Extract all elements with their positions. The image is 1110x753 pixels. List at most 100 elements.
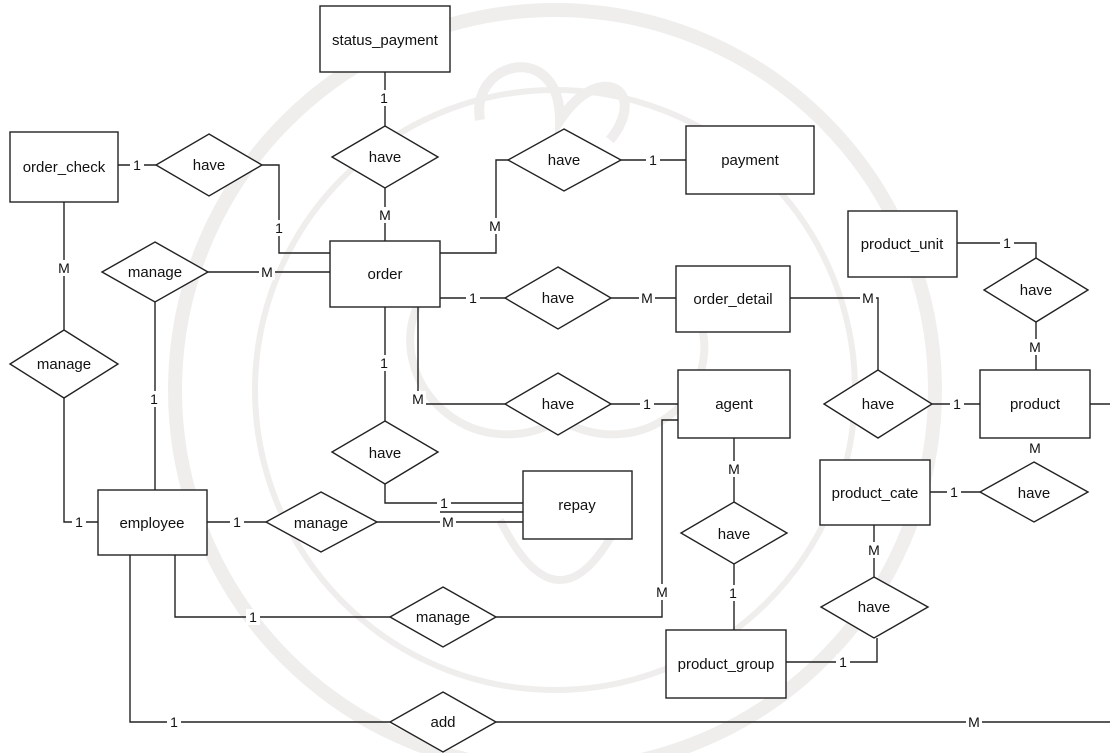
svg-text:M: M xyxy=(442,514,454,530)
cardinality-label: 1 xyxy=(1000,235,1014,251)
cardinality-label: 1 xyxy=(646,152,660,168)
entity-order-check: order_check xyxy=(9,131,119,203)
cardinality-label: M xyxy=(487,218,503,234)
svg-text:order: order xyxy=(367,266,402,283)
cardinality-label: 1 xyxy=(230,514,244,530)
svg-text:M: M xyxy=(412,391,424,407)
cardinality-label: M xyxy=(56,260,72,276)
svg-text:1: 1 xyxy=(469,290,477,306)
svg-text:status_payment: status_payment xyxy=(332,32,439,49)
svg-text:1: 1 xyxy=(133,157,141,173)
cardinality-label: 1 xyxy=(272,220,286,236)
cardinality-label: 1 xyxy=(437,495,451,511)
cardinality-label: 1 xyxy=(640,396,654,412)
svg-text:1: 1 xyxy=(380,90,388,106)
svg-text:employee: employee xyxy=(119,515,184,532)
cardinality-labels: 1 1 1 M M 1 M M 1 1 M M M 1 1 M 1 1 1 M … xyxy=(56,90,1043,730)
cardinality-label: 1 xyxy=(377,355,391,371)
svg-text:M: M xyxy=(656,584,668,600)
svg-text:M: M xyxy=(379,207,391,223)
cardinality-label: 1 xyxy=(947,484,961,500)
svg-text:order_check: order_check xyxy=(23,159,106,176)
cardinality-label: M xyxy=(259,264,275,280)
svg-text:1: 1 xyxy=(275,220,283,236)
entity-order: order xyxy=(329,240,441,308)
svg-text:M: M xyxy=(862,290,874,306)
svg-text:M: M xyxy=(261,264,273,280)
svg-text:manage: manage xyxy=(37,356,91,373)
cardinality-label: M xyxy=(377,207,393,223)
svg-text:manage: manage xyxy=(416,609,470,626)
svg-text:agent: agent xyxy=(715,396,753,413)
relationship-repay-have: have xyxy=(330,420,440,485)
svg-text:M: M xyxy=(1029,440,1041,456)
relationship-employee-repay-manage: manage xyxy=(264,491,379,553)
entity-employee: employee xyxy=(97,489,208,556)
svg-text:have: have xyxy=(542,290,575,307)
entity-product: product xyxy=(979,369,1091,439)
entity-status-payment: status_payment xyxy=(319,5,451,73)
cardinality-label: 1 xyxy=(836,654,850,670)
svg-text:product_unit: product_unit xyxy=(861,236,944,253)
svg-text:have: have xyxy=(1018,485,1051,502)
cardinality-label: 1 xyxy=(130,157,144,173)
relationship-group-cate-have: have xyxy=(819,576,930,639)
relationship-employee-agent-manage: manage xyxy=(388,586,498,648)
svg-text:M: M xyxy=(641,290,653,306)
cardinality-label: 1 xyxy=(246,609,260,625)
svg-text:1: 1 xyxy=(839,654,847,670)
cardinality-label: M xyxy=(639,290,655,306)
relationship-agent-have: have xyxy=(503,372,613,436)
svg-text:have: have xyxy=(1020,282,1053,299)
svg-text:1: 1 xyxy=(380,355,388,371)
entity-payment: payment xyxy=(685,125,815,195)
entity-product-group: product_group xyxy=(665,629,787,699)
cardinality-label: 1 xyxy=(167,714,181,730)
svg-text:M: M xyxy=(868,542,880,558)
svg-text:M: M xyxy=(968,714,980,730)
relationship-check-manage: manage xyxy=(8,329,120,399)
svg-text:1: 1 xyxy=(649,152,657,168)
cardinality-label: M xyxy=(410,391,426,407)
svg-text:M: M xyxy=(489,218,501,234)
svg-text:1: 1 xyxy=(729,585,737,601)
svg-text:1: 1 xyxy=(170,714,178,730)
svg-text:have: have xyxy=(862,396,895,413)
svg-text:1: 1 xyxy=(249,609,257,625)
svg-text:1: 1 xyxy=(953,396,961,412)
svg-text:manage: manage xyxy=(128,264,182,281)
svg-text:have: have xyxy=(369,149,402,166)
entity-product-unit: product_unit xyxy=(847,210,958,278)
svg-text:have: have xyxy=(369,445,402,462)
cardinality-label: M xyxy=(726,461,742,477)
cardinality-label: M xyxy=(1027,339,1043,355)
cardinality-label: M xyxy=(440,514,456,530)
svg-text:1: 1 xyxy=(150,391,158,407)
relationship-cate-have: have xyxy=(978,461,1090,523)
svg-text:1: 1 xyxy=(440,495,448,511)
relationship-manage-order: manage xyxy=(100,241,210,303)
svg-text:1: 1 xyxy=(75,514,83,530)
relationship-status-have: have xyxy=(330,125,440,189)
cardinality-label: M xyxy=(860,290,876,306)
svg-text:repay: repay xyxy=(558,497,596,514)
cardinality-label: M xyxy=(1027,440,1043,456)
svg-text:M: M xyxy=(1029,339,1041,355)
svg-text:M: M xyxy=(58,260,70,276)
svg-text:product_group: product_group xyxy=(678,656,775,673)
svg-text:1: 1 xyxy=(950,484,958,500)
svg-text:M: M xyxy=(728,461,740,477)
cardinality-label: 1 xyxy=(950,396,964,412)
svg-text:add: add xyxy=(430,714,455,731)
svg-text:payment: payment xyxy=(721,152,779,169)
svg-text:have: have xyxy=(542,396,575,413)
relationship-order-detail-have: have xyxy=(503,266,613,330)
svg-text:1: 1 xyxy=(643,396,651,412)
entity-agent: agent xyxy=(677,369,791,439)
cardinality-label: M xyxy=(966,714,982,730)
cardinality-label: 1 xyxy=(147,391,161,407)
cardinality-label: 1 xyxy=(466,290,480,306)
svg-text:have: have xyxy=(858,599,891,616)
cardinality-label: M xyxy=(654,584,670,600)
